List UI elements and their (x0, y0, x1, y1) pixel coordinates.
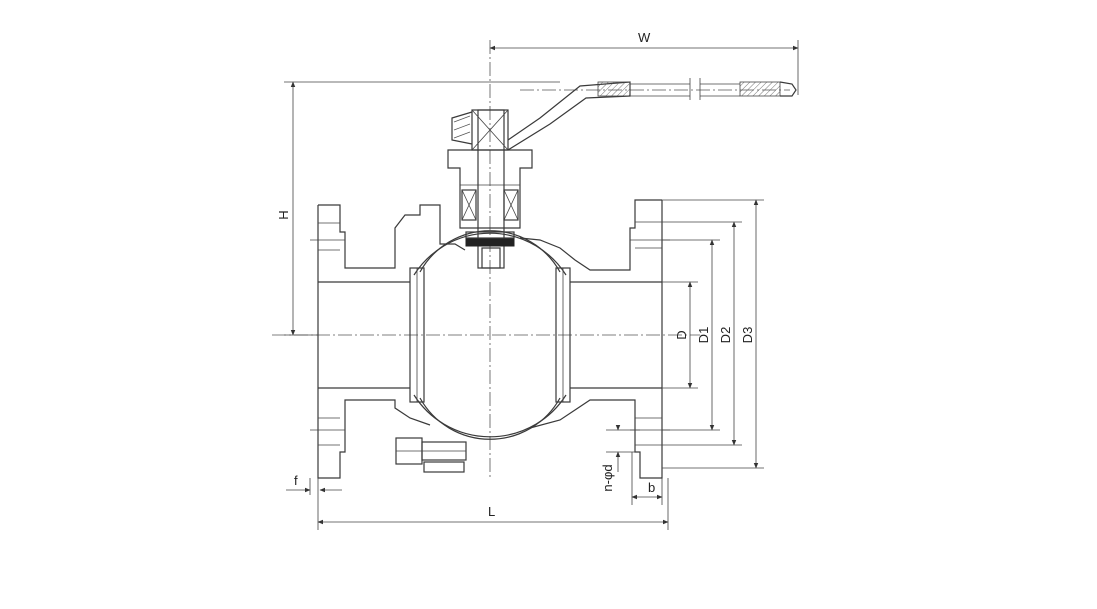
label-n-phi-d: n-φd (600, 464, 615, 491)
label-d1: D1 (696, 327, 711, 344)
label-b: b (648, 480, 655, 495)
label-d2: D2 (718, 327, 733, 344)
stem-assembly (447, 109, 533, 269)
dimension-lines (284, 40, 799, 530)
dimension-labels: W H D D1 D2 D3 f L b n-φd (276, 30, 755, 519)
label-h: H (276, 210, 291, 219)
label-l: L (488, 504, 495, 519)
label-f: f (294, 473, 298, 488)
valve-body (310, 199, 670, 479)
label-w: W (638, 30, 651, 45)
label-d: D (674, 330, 689, 339)
label-d3: D3 (740, 327, 755, 344)
handle-lever (507, 78, 797, 151)
